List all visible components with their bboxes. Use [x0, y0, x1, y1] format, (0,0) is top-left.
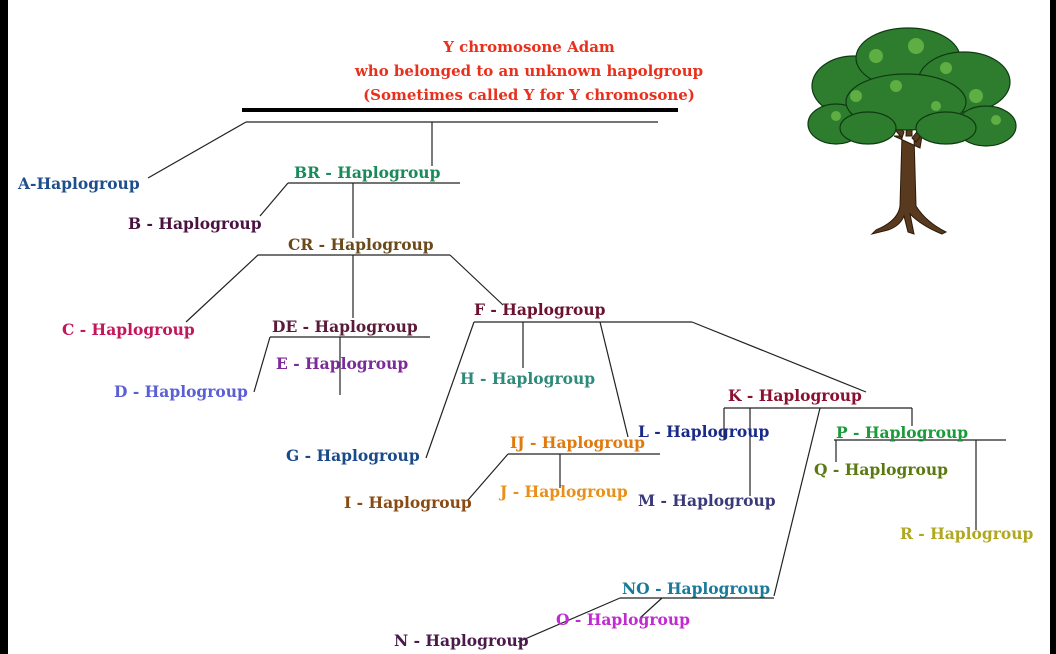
edge-f-k: [691, 321, 867, 393]
node-i: I - Haplogroup: [344, 493, 472, 512]
node-j: J - Haplogroup: [500, 482, 628, 501]
title-line-1: Y chromosone Adam: [443, 38, 615, 56]
node-de: DE - Haplogroup: [272, 317, 418, 336]
node-e: E - Haplogroup: [276, 354, 409, 373]
node-m: M - Haplogroup: [638, 491, 776, 510]
edge-k-no: [773, 407, 821, 597]
tree-canopy: [807, 27, 1017, 147]
edge-no-n: [517, 597, 621, 643]
node-k: K - Haplogroup: [728, 386, 862, 405]
node-l: L - Haplogroup: [638, 422, 770, 441]
node-p: P - Haplogroup: [836, 423, 969, 442]
node-no: NO - Haplogroup: [622, 579, 771, 598]
node-g: G - Haplogroup: [286, 446, 420, 465]
title-line-3: (Sometimes called Y for Y chromosone): [363, 86, 695, 104]
edge-no-o: [639, 597, 663, 619]
edge-f-ij: [599, 321, 629, 438]
tree-icon: [807, 27, 1017, 235]
node-q: Q - Haplogroup: [814, 460, 948, 479]
node-b: B - Haplogroup: [128, 214, 262, 233]
node-cr: CR - Haplogroup: [288, 235, 434, 254]
tree-connectors: [147, 108, 1006, 643]
edge-root-a: [147, 121, 247, 179]
node-ij: IJ - Haplogroup: [510, 433, 646, 452]
node-d: D - Haplogroup: [114, 382, 248, 401]
node-h: H - Haplogroup: [460, 369, 596, 388]
edge-cr-f: [449, 254, 504, 306]
node-n: N - Haplogroup: [394, 631, 529, 650]
node-r: R - Haplogroup: [900, 524, 1034, 543]
node-br: BR - Haplogroup: [294, 163, 441, 182]
edge-ij-i: [467, 453, 509, 501]
node-a: A-Haplogroup: [18, 174, 140, 193]
phylogeny-slide: Y chromosone Adam who belonged to an unk…: [8, 0, 1050, 654]
title-line-2: who belonged to an unknown hapolgroup: [354, 62, 704, 80]
tree-foliage-highlights: [831, 38, 1001, 125]
edge-de-d: [253, 336, 271, 393]
edge-cr-c: [185, 254, 259, 323]
node-c: C - Haplogroup: [62, 320, 195, 339]
node-o: O - Haplogroup: [556, 610, 690, 629]
edge-f-g: [425, 321, 475, 459]
node-f: F - Haplogroup: [474, 300, 606, 319]
edge-br-b: [259, 182, 289, 217]
